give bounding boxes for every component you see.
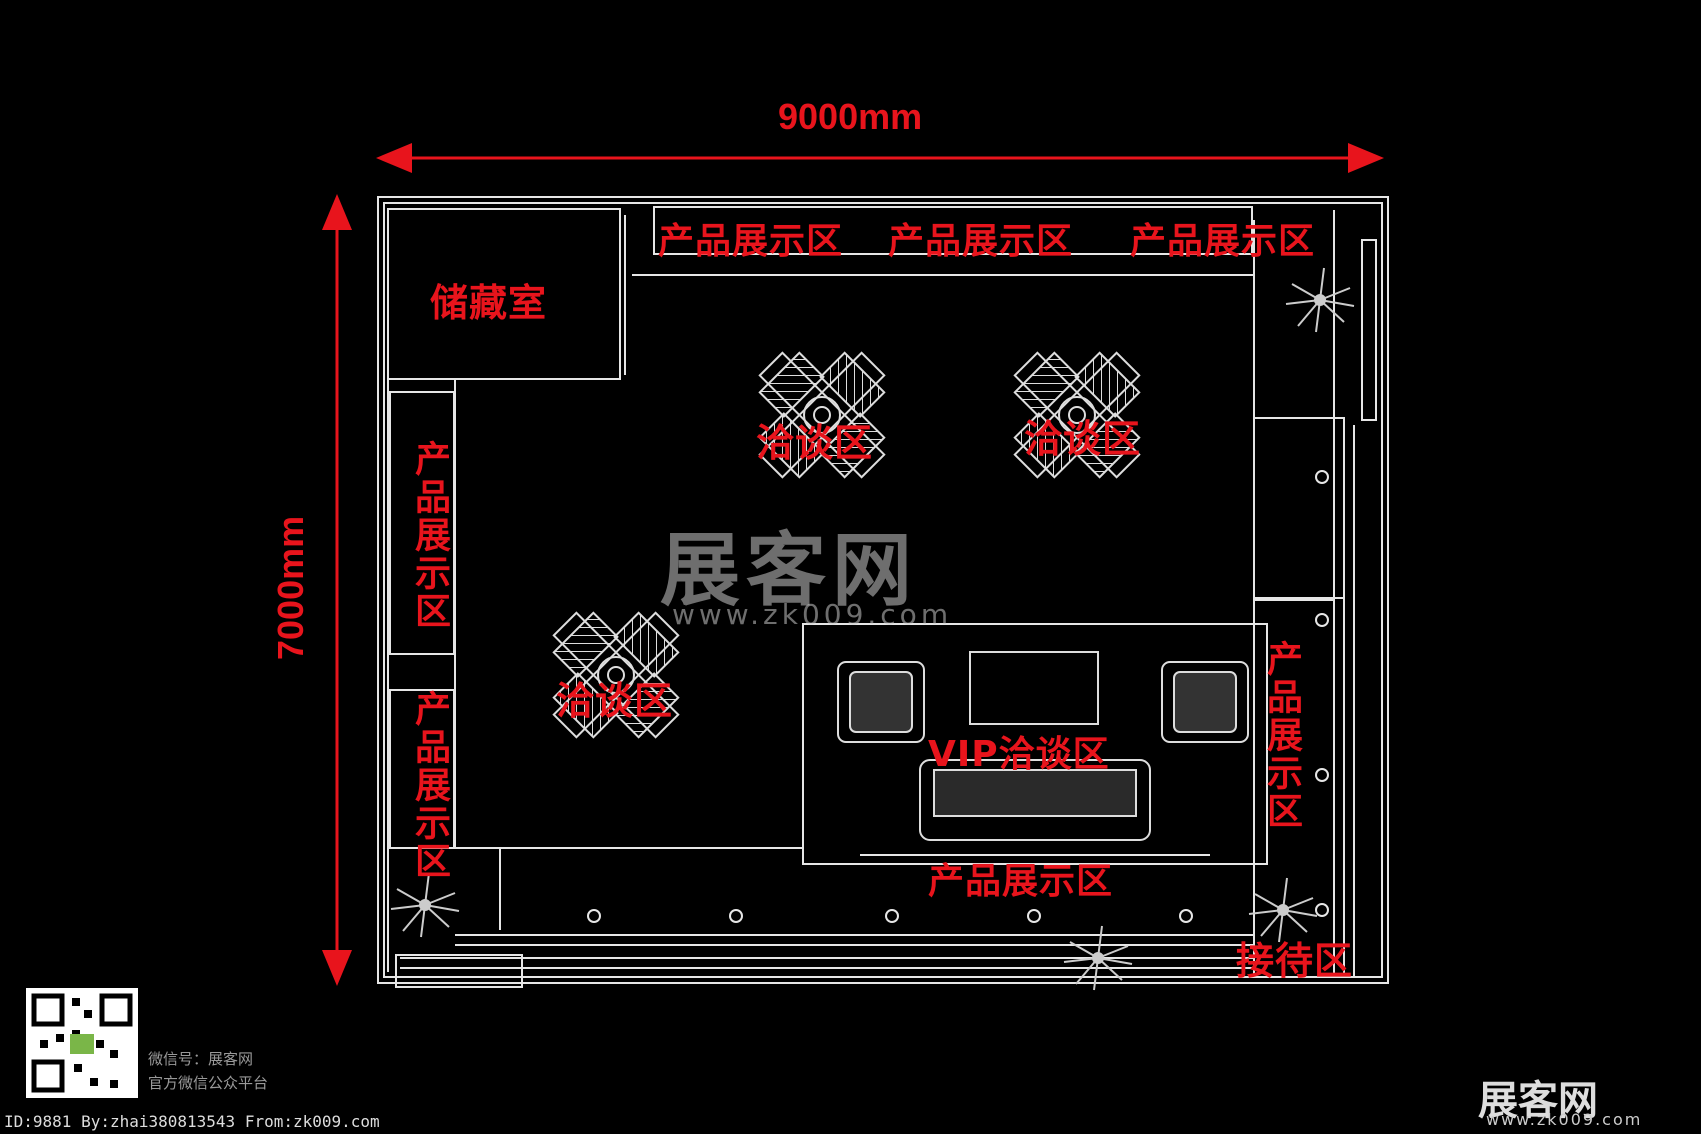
zone-display-top-3-label: 产品展示区 [1130,221,1316,262]
qr-code-icon [26,988,138,1098]
corner-logo-brand: 展客网 [1478,1077,1598,1124]
zone-display-bottom-label: 产品展示区 [928,861,1114,902]
zone-vip-label: VIP洽谈区 [928,734,1110,775]
spot-lights [587,470,1329,923]
zone-negotiation-1-label: 洽谈区 [756,421,874,465]
sofa [919,759,1151,841]
armchair-left [837,661,925,743]
plant-bottom-left [390,872,460,938]
watermark-brand: 展客网 [660,523,918,617]
zone-negotiation-2-label: 洽谈区 [1024,417,1142,461]
corner-logo-url: www.zk009.com [1486,1110,1643,1129]
qr-caption-line1: 微信号：展客网 [148,1050,254,1068]
zone-display-left-2-label: 产品展示区 [409,690,450,880]
zone-negotiation-3-label: 洽谈区 [556,679,674,723]
zone-display-right-label: 产品展示区 [1261,640,1302,830]
height-dimension-label: 7000mm [270,515,311,660]
footer-id-line: ID:9881 By:zhai380813543 From:zk009.com [4,1112,380,1131]
armchair-right [1161,661,1249,743]
zone-storage-label: 储藏室 [430,281,548,325]
qr-caption-line2: 官方微信公众平台 [148,1074,269,1092]
tea-table [969,651,1099,725]
booth-outline [377,196,1389,984]
top-display-shelf [653,206,1253,255]
zone-display-top-2-label: 产品展示区 [888,221,1074,262]
zone-display-left-1-label: 产品展示区 [409,440,450,630]
watermark-url: www.zk009.com [672,598,953,631]
zone-display-top-1-label: 产品展示区 [658,221,844,262]
plant-top-right [1285,267,1355,333]
width-dimension-label: 9000mm [778,96,923,137]
zone-reception-label: 接待区 [1236,939,1354,983]
